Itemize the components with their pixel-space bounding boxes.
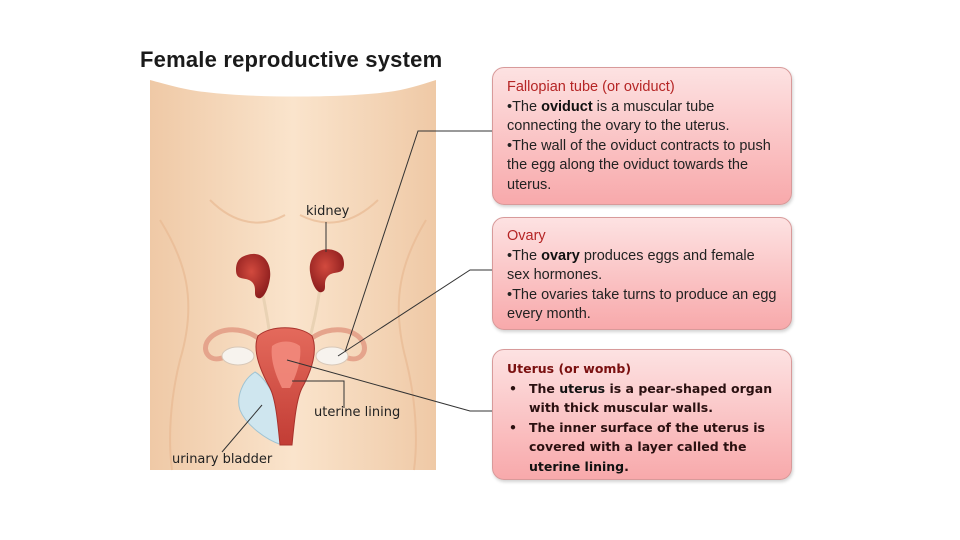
right-fallopian-tube <box>309 327 367 362</box>
fallopian-bullet-1: •The oviduct is a muscular tube connecti… <box>507 98 730 135</box>
label-urinary-bladder: urinary bladder <box>172 452 273 467</box>
right-kidney <box>309 249 344 293</box>
uterine-lining <box>271 341 301 388</box>
torso-chest-left <box>209 199 286 224</box>
fallopian-heading: Fallopian tube (or oviduct) <box>507 79 675 95</box>
leader-uterus <box>286 359 492 412</box>
leader-fallopian <box>344 130 492 353</box>
uterus-bullet-1: The uterus is a pear-shaped organ with t… <box>507 379 777 418</box>
ovary-bullet-2: •The ovaries take turns to produce an eg… <box>507 286 777 323</box>
leader-uterine-lining <box>292 380 345 408</box>
diagram-title: Female reproductive system <box>140 47 443 72</box>
left-ovary <box>221 346 255 366</box>
left-fallopian-tube <box>203 327 261 362</box>
right-ovary <box>315 346 349 366</box>
label-uterine-lining: uterine lining <box>314 405 401 420</box>
torso-waist-right <box>397 219 427 471</box>
fallopian-bullet-2: •The wall of the oviduct contracts to pu… <box>507 137 771 193</box>
left-kidney <box>236 253 271 299</box>
uterus-bullets: The uterus is a pear-shaped organ with t… <box>507 379 777 477</box>
label-kidney: kidney <box>306 204 350 219</box>
torso-chest-right <box>299 199 379 224</box>
uterus-bullet-2: The inner surface of the uterus is cover… <box>507 418 777 477</box>
uterus-heading: Uterus (or womb) <box>507 361 632 376</box>
info-box-ovary: Ovary •The ovary produces eggs and femal… <box>492 217 792 330</box>
info-box-uterus: Uterus (or womb) The uterus is a pear-sh… <box>492 349 792 480</box>
leader-ovary <box>337 269 492 357</box>
torso-waist-left <box>159 219 190 471</box>
info-box-fallopian-tube: Fallopian tube (or oviduct) •The oviduct… <box>492 67 792 205</box>
torso-silhouette <box>150 80 436 470</box>
ovary-bullet-1: •The ovary produces eggs and female sex … <box>507 247 755 284</box>
ovary-heading: Ovary <box>507 228 546 244</box>
leader-urinary-bladder <box>221 404 263 453</box>
